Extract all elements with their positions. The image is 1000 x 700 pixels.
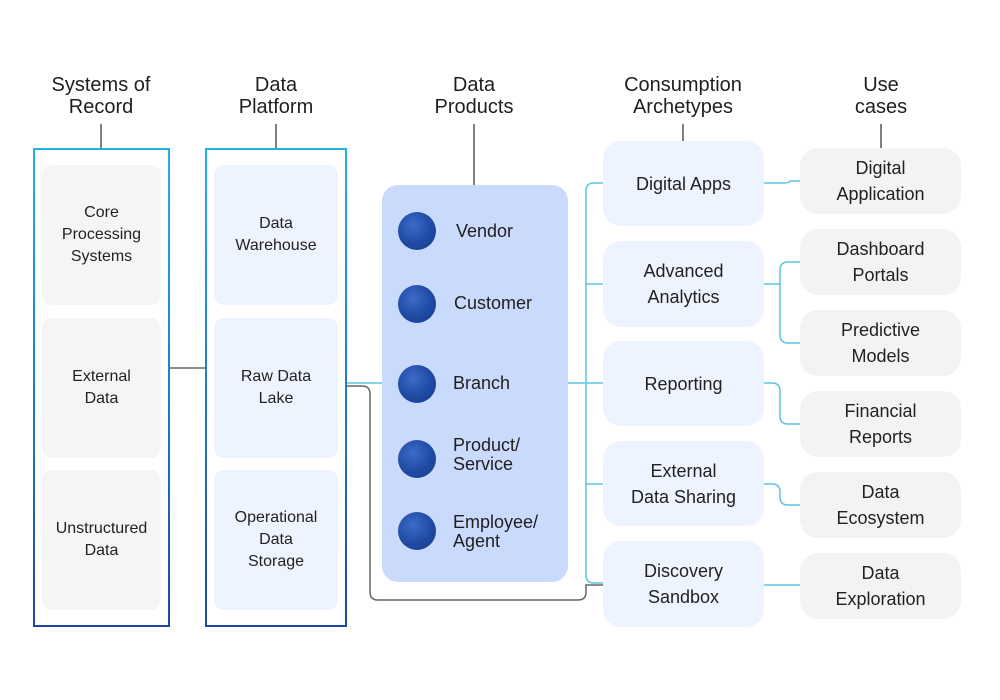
product-branch: Branch — [453, 373, 511, 393]
archetype-advanced-analytics: Advanced Analytics — [603, 241, 764, 327]
branch-globe-icon — [398, 365, 436, 403]
system-core-processing: Core Processing Systems — [42, 165, 161, 305]
product-customer: Customer — [454, 293, 533, 313]
product-vendor: Vendor — [456, 221, 514, 241]
usecase-data-ecosystem: Data Ecosystem — [800, 472, 961, 538]
system-unstructured-data: Unstructured Data — [42, 470, 161, 610]
platform-raw-data-lake: Raw Data Lake — [214, 318, 338, 458]
archetype-external-sharing: External Data Sharing — [603, 441, 764, 526]
product-product-service: Product/ Service — [453, 435, 521, 474]
title-data-products: Data Products — [434, 74, 514, 118]
link-analytics-dashboard — [764, 261, 800, 285]
title-consumption-archetypes: Consumption Archetypes — [624, 74, 742, 118]
archetype-discovery-sandbox: Discovery Sandbox — [603, 541, 764, 627]
product-employee-agent: Employee/ Agent — [453, 512, 539, 551]
archetype-digital-apps: Digital Apps — [603, 141, 764, 226]
product-service-globe-icon — [398, 440, 436, 478]
link-analytics-predictive — [779, 284, 800, 344]
title-systems-of-record: Systems of Record — [51, 74, 151, 118]
employee-agent-globe-icon — [398, 512, 436, 550]
vendor-globe-icon — [398, 212, 436, 250]
link-lake-sandbox — [347, 385, 603, 601]
title-data-platform: Data Platform — [238, 74, 314, 118]
link-apps-usecase — [764, 180, 800, 184]
usecase-digital-application: Digital Application — [800, 148, 961, 214]
usecase-data-exploration: Data Exploration — [800, 553, 961, 619]
usecase-dashboard-portals: Dashboard Portals — [800, 229, 961, 295]
usecase-financial-reports: Financial Reports — [800, 391, 961, 457]
link-reporting-financial — [764, 382, 800, 425]
system-external-data: External Data — [42, 318, 161, 458]
platform-operational-storage: Operational Data Storage — [214, 470, 338, 610]
link-sharing-ecosystem — [764, 483, 800, 506]
customer-globe-icon — [398, 285, 436, 323]
title-use-cases: Use cases — [854, 74, 908, 118]
usecase-predictive-models: Predictive Models — [800, 310, 961, 376]
platform-data-warehouse: Data Warehouse — [214, 165, 338, 305]
archetype-reporting: Reporting — [603, 341, 764, 426]
